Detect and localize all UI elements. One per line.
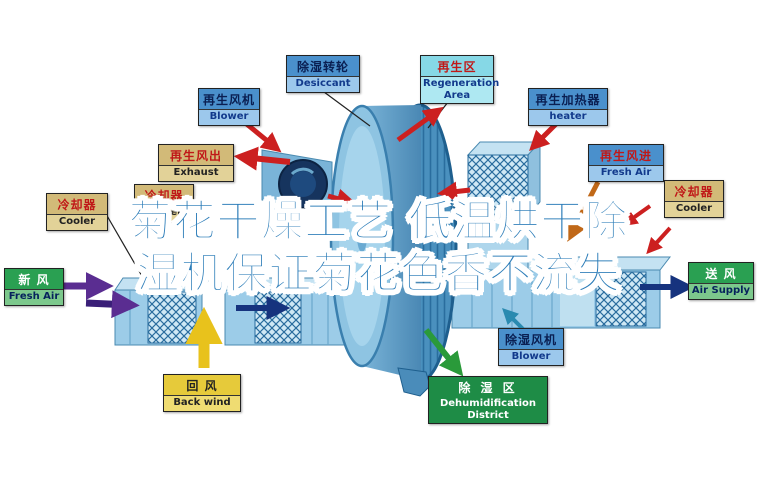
label-regen-fresh-air: 再生风进 Fresh Air: [588, 144, 664, 182]
label-air-supply: 送 风 Air Supply: [688, 262, 754, 300]
label-cooler-right: 冷却器 Cooler: [664, 180, 724, 218]
label-regen-blower-zh: 再生风机: [199, 89, 259, 109]
label-cooler-left-inner: 冷却器 Cooler: [134, 184, 194, 222]
label-back-wind-en: Back wind: [164, 395, 240, 411]
label-exhaust: 再生风出 Exhaust: [158, 144, 234, 182]
label-exhaust-en: Exhaust: [159, 165, 233, 181]
label-dehum-blower-en: Blower: [499, 349, 563, 365]
label-regen-fresh-air-zh: 再生风进: [589, 145, 663, 165]
headline-line-1: 菊花干燥工艺 低温烘干除: [128, 197, 629, 248]
headline-overlay: 菊花干燥工艺 低温烘干除 湿机保证菊花色香不流失: [0, 196, 757, 300]
label-cooler-left-outer-zh: 冷却器: [47, 194, 107, 214]
label-dehum-blower: 除湿风机 Blower: [498, 328, 564, 366]
label-dehum-district: 除 湿 区 Dehumidification District: [428, 376, 548, 424]
regeneration-duct-panel: [467, 212, 529, 271]
label-fresh-air: 新 风 Fresh Air: [4, 268, 64, 306]
label-regen-blower: 再生风机 Blower: [198, 88, 260, 126]
label-dehum-blower-zh: 除湿风机: [499, 329, 563, 349]
label-cooler-left-inner-en: Cooler: [135, 205, 193, 221]
label-cooler-left-outer-en: Cooler: [47, 214, 107, 230]
label-regeneration-area-en: Regeneration Area: [421, 76, 499, 103]
label-dehum-district-en: Dehumidification District: [429, 397, 547, 423]
label-regen-heater: 再生加热器 heater: [528, 88, 608, 126]
label-cooler-left-outer: 冷却器 Cooler: [46, 193, 108, 231]
label-fresh-air-en: Fresh Air: [5, 289, 63, 305]
flow-arrows: [60, 106, 695, 377]
label-desiccant-wheel-zh: 除湿转轮: [287, 56, 359, 76]
label-regen-heater-en: heater: [529, 109, 607, 125]
label-back-wind: 回 风 Back wind: [163, 374, 241, 412]
label-cooler-left-inner-zh: 冷却器: [135, 185, 193, 205]
label-cooler-right-zh: 冷却器: [665, 181, 723, 201]
label-back-wind-zh: 回 风: [164, 375, 240, 395]
desiccant-wheel: [329, 103, 458, 397]
label-regen-heater-zh: 再生加热器: [529, 89, 607, 109]
label-desiccant-wheel: 除湿转轮 Desiccant: [286, 55, 360, 93]
label-air-supply-en: Air Supply: [689, 283, 753, 299]
label-cooler-right-en: Cooler: [665, 201, 723, 217]
regeneration-fan: [261, 149, 333, 213]
wheel-stand: [397, 367, 431, 397]
label-regen-fresh-air-en: Fresh Air: [589, 165, 663, 181]
label-exhaust-zh: 再生风出: [159, 145, 233, 165]
label-regeneration-area-zh: 再生区: [421, 56, 493, 76]
label-regeneration-area: 再生区 Regeneration Area: [420, 55, 499, 104]
label-air-supply-zh: 送 风: [689, 263, 753, 283]
headline-line-2: 湿机保证菊花色香不流失: [136, 249, 621, 300]
label-dehum-district-zh: 除 湿 区: [429, 377, 547, 397]
label-fresh-air-zh: 新 风: [5, 269, 63, 289]
label-desiccant-wheel-en: Desiccant: [287, 76, 359, 92]
label-regen-blower-en: Blower: [199, 109, 259, 125]
